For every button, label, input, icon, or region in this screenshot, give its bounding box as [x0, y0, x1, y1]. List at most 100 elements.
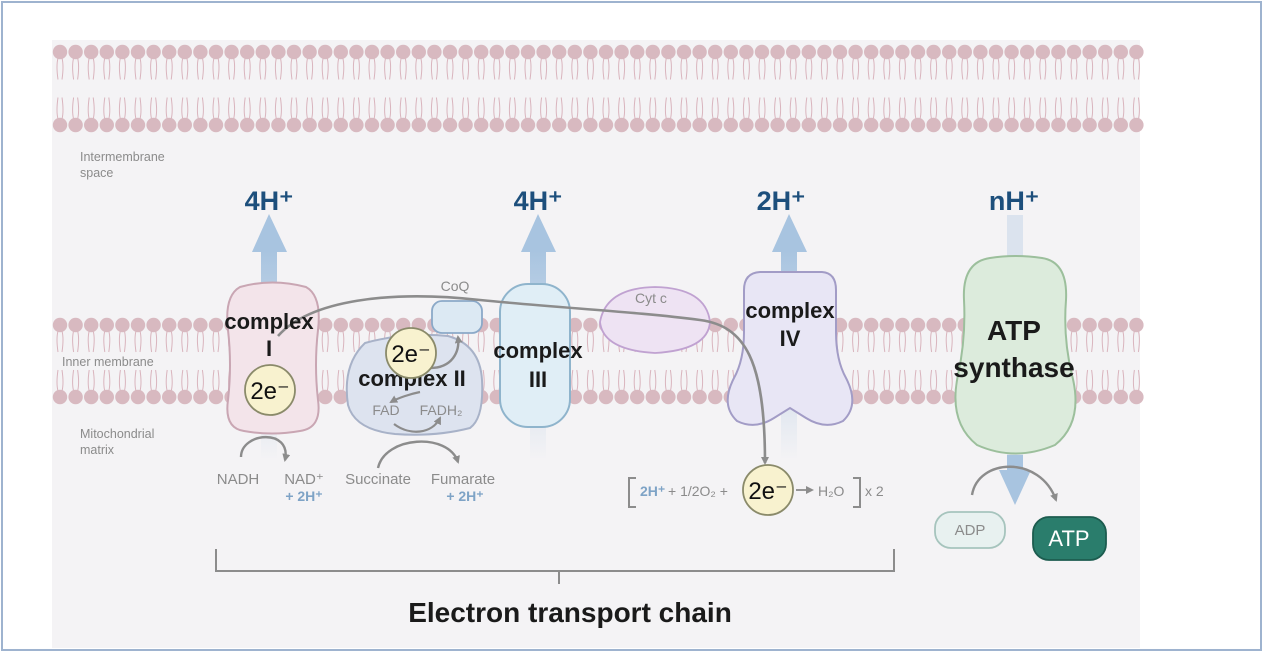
outer-membrane-lipid-tail	[789, 57, 792, 80]
outer-membrane-lipid-head	[99, 117, 115, 133]
inner-membrane-lipid-head	[614, 389, 629, 405]
inner-membrane-lipid-tail	[623, 369, 626, 392]
inner-membrane-lipid-head	[567, 317, 582, 333]
inner-membrane-lipid-head	[208, 389, 224, 405]
inner-membrane-lipid-tail	[649, 369, 652, 392]
fad-label: FAD	[372, 402, 399, 418]
outer-membrane-lipid-tail	[992, 97, 995, 120]
outer-membrane-lipid-head	[1019, 44, 1035, 60]
inner-membrane-lipid-tail	[108, 330, 111, 353]
outer-membrane-lipid-tail	[1086, 57, 1089, 80]
inner-membrane-lipid-tail	[1122, 330, 1125, 353]
coq-shape	[431, 300, 483, 334]
outer-membrane-lipid-tail	[493, 97, 496, 120]
outer-membrane-lipid-tail	[92, 97, 95, 120]
outer-membrane-lipid-tail	[259, 97, 262, 120]
inner-membrane-lipid-head	[942, 317, 957, 333]
outer-membrane-lipid-tail	[716, 97, 719, 120]
outer-membrane-lipid-tail	[155, 97, 158, 120]
outer-membrane-lipid-tail	[1059, 97, 1062, 120]
coq-label: CoQ	[441, 278, 470, 294]
inner-membrane-lipid-tail	[1075, 369, 1078, 392]
outer-membrane-lipid-tail	[279, 57, 282, 80]
inner-membrane-lipid-tail	[883, 330, 886, 353]
inner-membrane-lipid-tail	[139, 330, 142, 353]
outer-membrane-lipid-tail	[701, 57, 704, 80]
inner-membrane-lipid-tail	[321, 330, 324, 353]
outer-membrane-lipid-tail	[919, 97, 922, 120]
outer-membrane-lipid-tail	[961, 97, 964, 120]
outer-membrane-lipid-tail	[155, 57, 158, 80]
outer-membrane-lipid-head	[162, 117, 177, 133]
outer-membrane-lipid-head	[115, 44, 130, 60]
outer-membrane-lipid-head	[396, 117, 411, 133]
outer-membrane-lipid-tail	[435, 57, 438, 80]
inner-membrane-lipid-tail	[77, 369, 80, 392]
outer-membrane-lipid-tail	[1044, 57, 1047, 80]
inner-membrane-lipid-head	[1082, 389, 1097, 405]
outer-membrane-lipid-tail	[711, 57, 714, 80]
outer-membrane-lipid-head	[957, 117, 972, 133]
inner-membrane-lipid-tail	[716, 330, 719, 353]
outer-membrane-lipid-tail	[841, 57, 844, 80]
outer-membrane-lipid-tail	[654, 57, 657, 80]
outer-membrane-lipid-tail	[716, 57, 719, 80]
inner-membrane-lipid-tail	[181, 369, 184, 392]
outer-membrane-lipid-head	[1082, 44, 1097, 60]
outer-membrane-lipid-head	[910, 117, 926, 133]
outer-membrane-lipid-head	[645, 44, 660, 60]
outer-membrane-lipid-tail	[118, 97, 121, 120]
outer-membrane-lipid-tail	[664, 57, 667, 80]
outer-membrane-lipid-head	[489, 44, 504, 60]
inner-membrane-lipid-tail	[56, 369, 59, 392]
outer-membrane-lipid-head	[848, 117, 863, 133]
outer-membrane-lipid-tail	[368, 97, 371, 120]
outer-membrane-lipid-tail	[758, 97, 761, 120]
outer-membrane-lipid-tail	[150, 97, 153, 120]
outer-membrane-lipid-tail	[966, 97, 969, 120]
outer-membrane-lipid-head	[1051, 117, 1066, 133]
inner-membrane-lipid-tail	[155, 330, 158, 353]
outer-membrane-lipid-tail	[997, 57, 1000, 80]
inner-membrane-lipid-head	[583, 317, 598, 333]
outer-membrane-lipid-tail	[1013, 57, 1016, 80]
inner-membrane-lipid-head	[1113, 317, 1129, 333]
outer-membrane-lipid-tail	[103, 57, 106, 80]
outer-membrane-lipid-tail	[1132, 57, 1135, 80]
outer-membrane-lipid-tail	[836, 57, 839, 80]
inner-membrane-lipid-tail	[571, 330, 574, 353]
outer-membrane-lipid-tail	[571, 97, 574, 120]
outer-membrane-lipid-tail	[384, 57, 387, 80]
outer-membrane-lipid-tail	[1132, 97, 1135, 120]
outer-membrane-lipid-tail	[295, 97, 298, 120]
outer-membrane-lipid-head	[442, 44, 458, 60]
outer-membrane-lipid-head	[910, 44, 926, 60]
outer-membrane-lipid-head	[84, 117, 99, 133]
outer-membrane-lipid-tail	[217, 57, 220, 80]
outer-membrane-lipid-tail	[482, 97, 485, 120]
inner-membrane-lipid-tail	[1106, 330, 1109, 353]
outer-membrane-lipid-tail	[228, 57, 231, 80]
outer-membrane-lipid-tail	[763, 57, 766, 80]
outer-membrane-lipid-head	[68, 44, 83, 60]
outer-membrane-lipid-tail	[357, 57, 360, 80]
outer-membrane-lipid-tail	[233, 57, 236, 80]
nadh-oxidation-arrow	[239, 436, 291, 462]
inner-membrane-lipid-tail	[165, 369, 168, 392]
outer-membrane-lipid-tail	[1122, 57, 1125, 80]
outer-membrane-lipid-tail	[103, 97, 106, 120]
inner-membrane-lipid-head	[84, 317, 99, 333]
outer-membrane-lipid-tail	[540, 97, 543, 120]
outer-membrane-lipid-tail	[867, 97, 870, 120]
outer-membrane-lipid-tail	[680, 97, 683, 120]
outer-membrane-lipid-tail	[513, 97, 516, 120]
inner-membrane-lipid-head	[1129, 317, 1144, 333]
outer-membrane-lipid-head	[661, 44, 676, 60]
inner-membrane-lipid-tail	[716, 369, 719, 392]
outer-membrane-lipid-head	[754, 44, 770, 60]
outer-membrane-lipid-tail	[825, 97, 828, 120]
outer-membrane-lipid-tail	[794, 57, 797, 80]
atp-label: ATP	[1048, 526, 1089, 551]
outer-membrane-lipid-tail	[903, 97, 906, 120]
